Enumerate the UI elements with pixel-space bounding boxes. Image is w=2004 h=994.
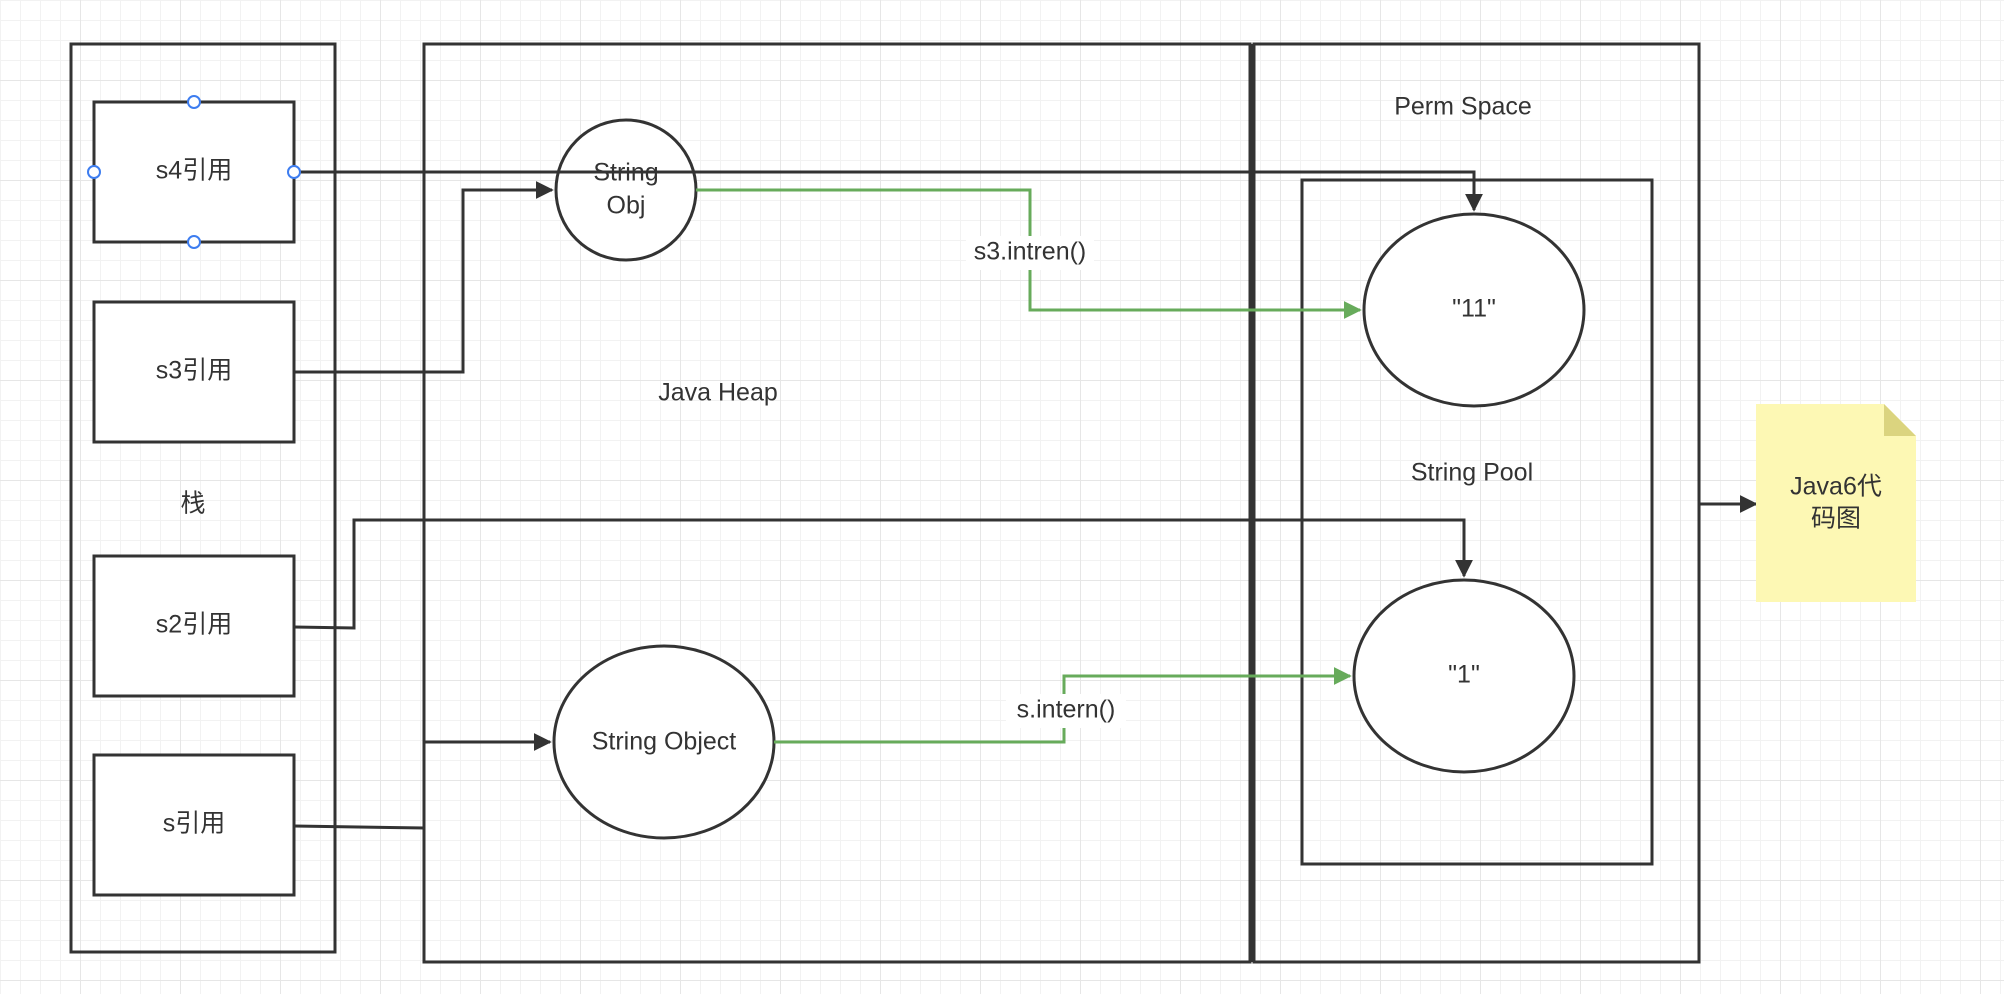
- string-pool-label: String Pool: [1411, 459, 1533, 487]
- selection-handle-bottom[interactable]: [187, 235, 201, 249]
- java6-note-line2: 码图: [1811, 505, 1861, 533]
- stack-label: 栈: [180, 490, 205, 518]
- string-pool-container[interactable]: [1300, 178, 1654, 866]
- s4-to-literal-11-arrow[interactable]: [294, 170, 1483, 212]
- s-ref-label: s引用: [163, 810, 226, 838]
- java-heap-label: Java Heap: [658, 379, 778, 407]
- s2-ref-box[interactable]: [92, 554, 296, 698]
- literal-11-label: "11": [1452, 295, 1496, 323]
- string-obj-label-line2: Obj: [607, 192, 646, 220]
- s3-to-string-obj-arrow[interactable]: [294, 181, 554, 374]
- java6-note-fold: [1884, 404, 1916, 436]
- s-intern-label: s.intern(): [1017, 696, 1116, 724]
- literal-1-node[interactable]: [1352, 578, 1576, 774]
- s-ref-box[interactable]: [92, 753, 296, 897]
- s2-ref-label: s2引用: [156, 611, 232, 639]
- literal-11-node[interactable]: [1362, 212, 1586, 408]
- s2-to-literal-1-arrow[interactable]: [293, 518, 1473, 630]
- perm-space-label: Perm Space: [1394, 93, 1532, 121]
- s4-ref-label: s4引用: [156, 157, 232, 185]
- s3-intern-label: s3.intren(): [974, 238, 1087, 266]
- s-to-string-object-arrow[interactable]: [293, 733, 552, 830]
- java6-note[interactable]: [1756, 404, 1916, 602]
- string-obj-node[interactable]: [554, 118, 698, 262]
- s3-ref-label: s3引用: [156, 357, 232, 385]
- java-heap-container[interactable]: [422, 42, 1252, 964]
- java6-note-line1: Java6代: [1790, 473, 1882, 501]
- literal-1-label: "1": [1448, 661, 1480, 689]
- selection-handle-top[interactable]: [187, 95, 201, 109]
- perm-space-container[interactable]: [1252, 42, 1701, 964]
- s-intern-label-bg: [1006, 694, 1126, 728]
- string-object-label: String Object: [592, 728, 737, 756]
- selection-handle-right[interactable]: [287, 165, 301, 179]
- selection-handle-left[interactable]: [87, 165, 101, 179]
- stack-container[interactable]: [69, 42, 337, 954]
- s3-intern-label-bg: [966, 236, 1094, 270]
- s3-ref-box[interactable]: [92, 300, 296, 444]
- s4-ref-box[interactable]: [92, 100, 296, 244]
